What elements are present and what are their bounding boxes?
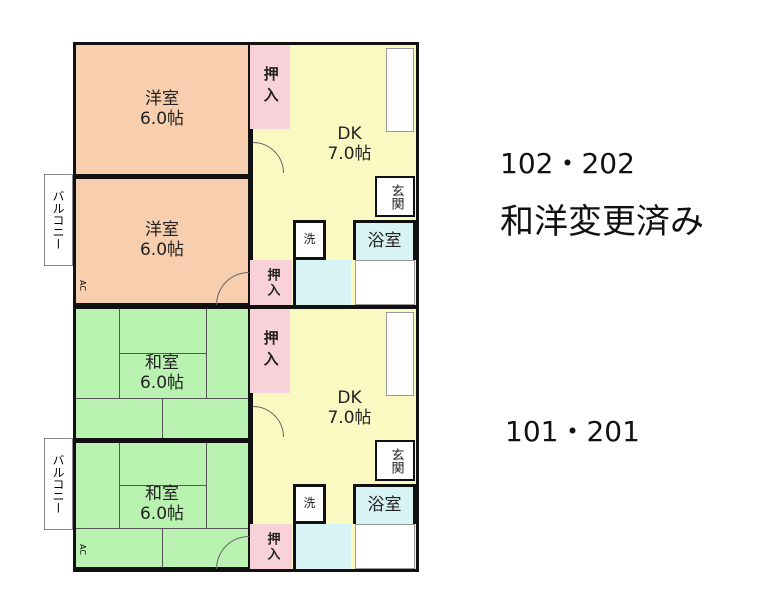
ac-label: AC — [78, 280, 87, 291]
japanese-room-2: 和室 6.0帖 — [76, 443, 248, 567]
room-name: 和室 — [145, 484, 179, 505]
room-size: 6.0帖 — [139, 372, 185, 393]
toilet — [293, 524, 351, 569]
toilet — [293, 260, 351, 305]
room-size: 6.0帖 — [139, 504, 185, 524]
room-name: 和室 — [145, 352, 179, 373]
upper-unit-floorplan: 洋室 6.0帖 洋室 6.0帖 DK 7.0帖 押入 玄関 浴室 洗 押入 AC — [73, 42, 419, 308]
entrance-label: 玄関 — [388, 183, 404, 210]
room-size: 6.0帖 — [139, 240, 185, 260]
room-name: DK — [337, 388, 362, 409]
room-size: 6.0帖 — [139, 108, 185, 129]
washer-space: 洗 — [293, 220, 326, 260]
renovation-note: 和洋変更済み — [500, 202, 704, 242]
entrance-label: 玄関 — [388, 447, 404, 474]
bathroom: 浴室 — [353, 484, 416, 524]
japanese-room-1: 和室 6.0帖 — [76, 309, 248, 438]
room-name: 洋室 — [145, 220, 179, 241]
room-size: 7.0帖 — [327, 144, 372, 164]
bathroom: 浴室 — [353, 220, 416, 260]
kitchen-counter — [386, 48, 414, 132]
lower-unit-numbers: 101・201 — [505, 415, 640, 448]
room-name: DK — [337, 124, 362, 145]
entrance: 玄関 — [375, 440, 415, 481]
closet: 押入 — [250, 45, 290, 129]
balcony: バルコニー — [44, 174, 73, 266]
room-size: 7.0帖 — [327, 408, 372, 428]
western-room-2: 洋室 6.0帖 — [76, 179, 248, 303]
lower-unit-floorplan: 和室 6.0帖 和室 6.0帖 DK 7.0帖 押入 玄関 浴室 洗 押入 AC — [73, 306, 419, 572]
western-room-1: 洋室 6.0帖 — [76, 45, 248, 174]
closet: 押入 — [250, 309, 290, 393]
entrance: 玄関 — [375, 176, 415, 217]
closet: 押入 — [250, 260, 292, 305]
upper-unit-numbers: 102・202 — [500, 147, 635, 180]
ac-label: AC — [78, 544, 87, 555]
bathtub — [355, 524, 415, 569]
kitchen-counter — [386, 312, 414, 396]
washer-space: 洗 — [293, 484, 326, 524]
closet: 押入 — [250, 524, 292, 569]
bathtub — [355, 260, 415, 305]
room-name: 洋室 — [145, 88, 179, 109]
balcony: バルコニー — [44, 438, 73, 530]
